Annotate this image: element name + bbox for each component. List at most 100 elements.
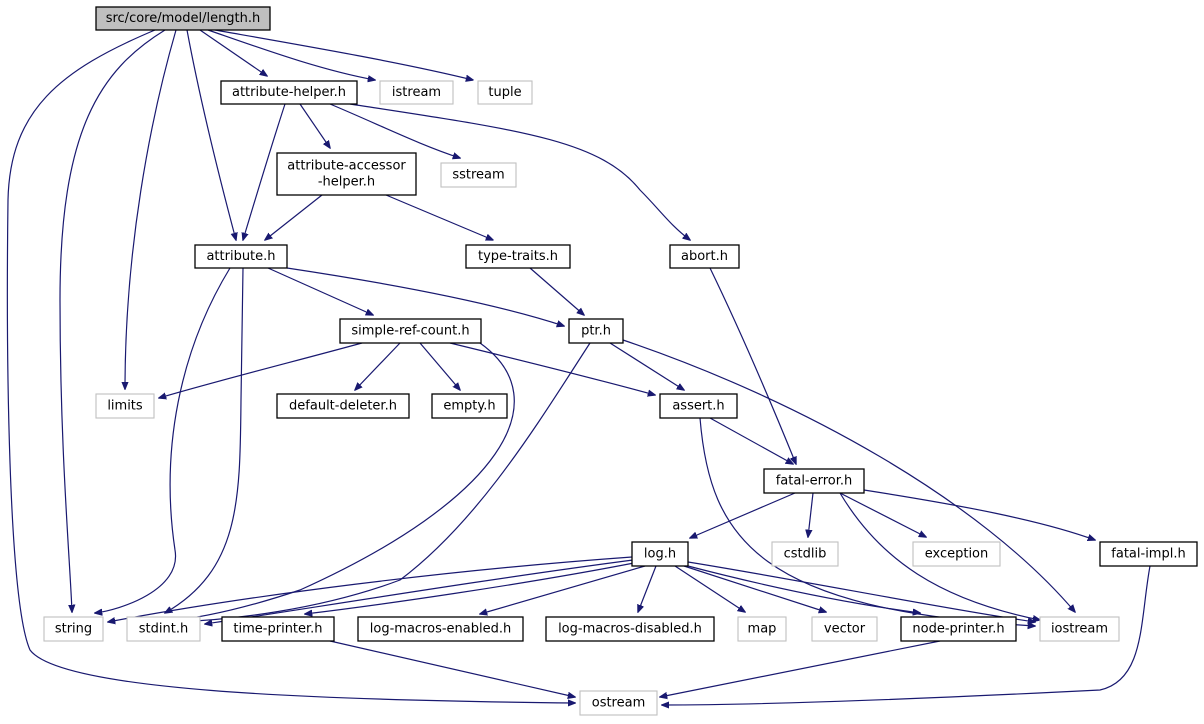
node-ptr[interactable]: ptr.h [568, 318, 624, 344]
node-label: default-deleter.h [289, 399, 397, 414]
node-label: abort.h [681, 249, 728, 264]
node-cstdlib: cstdlib [771, 541, 839, 567]
node-label: -helper.h [318, 175, 375, 190]
edge-assert-to-fatalerr [709, 417, 793, 464]
node-stdint: stdint.h [126, 616, 201, 642]
node-box [276, 393, 410, 419]
node-attribute[interactable]: attribute.h [194, 244, 288, 269]
edge-fatalimpl-to-ostream [662, 565, 1151, 705]
node-timeprinter[interactable]: time-printer.h [221, 616, 335, 642]
node-defdel[interactable]: default-deleter.h [276, 393, 410, 419]
node-box [912, 541, 1001, 567]
edge-log-to-stdint [205, 559, 634, 624]
node-log[interactable]: log.h [631, 541, 689, 567]
edge-attribute-to-string [95, 267, 231, 613]
node-box [431, 393, 508, 419]
node-aah[interactable]: attribute-accessor-helper.h [276, 152, 417, 196]
edge-log-to-map [674, 565, 745, 612]
node-map: map [737, 616, 787, 642]
node-string: string [43, 616, 104, 642]
node-fatalerr[interactable]: fatal-error.h [763, 468, 865, 494]
node-label: limits [107, 399, 143, 414]
node-typetraits[interactable]: type-traits.h [465, 244, 571, 269]
edge-attrhelper-to-abort [349, 103, 690, 240]
edge-fatalerr-to-exception [839, 492, 926, 537]
node-box [579, 690, 658, 716]
edge-attribute-to-src [267, 267, 373, 315]
edge-attrhelper-to-aah [299, 103, 330, 148]
edge-ptr-to-iostream [622, 339, 1075, 612]
edge-attrhelper-to-sstream [329, 103, 460, 158]
node-lmd[interactable]: log-macros-disabled.h [545, 616, 715, 642]
edge-length-to-string [59, 29, 166, 612]
node-box [737, 616, 787, 642]
edge-log-to-vector [683, 565, 826, 612]
edge-aah-to-typetraits [385, 194, 493, 240]
edge-attribute-to-ptr [286, 267, 564, 326]
node-label: log.h [644, 547, 676, 562]
node-box [221, 616, 335, 642]
node-attrhelper[interactable]: attribute-helper.h [220, 80, 358, 105]
node-box [659, 393, 738, 419]
node-nodeprinter[interactable]: node-printer.h [900, 616, 1017, 642]
edge-length-to-tuple [214, 29, 473, 80]
node-box [900, 616, 1017, 642]
edge-length-to-istream [207, 29, 375, 80]
node-box [1039, 616, 1120, 642]
node-label: ptr.h [581, 324, 611, 339]
node-src[interactable]: simple-ref-count.h [339, 318, 482, 344]
edge-fatalerr-to-iostream [839, 492, 1040, 620]
node-abort[interactable]: abort.h [669, 244, 740, 269]
node-sstream: sstream [440, 162, 517, 188]
edge-timeprinter-to-ostream [329, 640, 575, 697]
edge-src-to-assert [449, 342, 655, 395]
node-vector: vector [811, 616, 878, 642]
edge-log-to-lmd [638, 565, 657, 612]
node-istream: istream [379, 80, 454, 105]
edge-ptr-to-assert [609, 342, 684, 390]
edge-length-to-attribute [186, 29, 236, 240]
node-length[interactable]: src/core/model/length.h [95, 6, 271, 31]
node-label: attribute-helper.h [232, 85, 346, 100]
edge-src-to-defdel [355, 342, 401, 390]
edge-log-to-lme [480, 565, 646, 614]
node-box [95, 6, 271, 31]
node-label: string [55, 622, 92, 637]
edge-src-to-empty [419, 342, 460, 390]
node-iostream: iostream [1039, 616, 1120, 642]
node-label: attribute.h [206, 249, 275, 264]
node-lme[interactable]: log-macros-enabled.h [357, 616, 524, 642]
node-empty[interactable]: empty.h [431, 393, 508, 419]
node-box [465, 244, 571, 269]
node-label: time-printer.h [233, 622, 322, 637]
node-fatalimpl[interactable]: fatal-impl.h [1099, 541, 1198, 567]
node-label: cstdlib [784, 547, 827, 562]
node-label: assert.h [672, 399, 724, 414]
edge-attribute-to-stdint [165, 267, 244, 613]
node-box [194, 244, 288, 269]
node-label: attribute-accessor [287, 159, 406, 174]
node-ostream: ostream [579, 690, 658, 716]
edge-log-to-iostream [687, 561, 1035, 622]
node-box [357, 616, 524, 642]
node-box [811, 616, 878, 642]
node-box [631, 541, 689, 567]
edge-abort-to-fatalerr [709, 267, 796, 464]
node-label: empty.h [443, 399, 495, 414]
edge-log-to-nodeprinter [687, 565, 920, 613]
node-box [126, 616, 201, 642]
edge-fatalerr-to-fatalimpl [863, 489, 1095, 540]
edge-fatalerr-to-log [690, 492, 796, 538]
node-label: tuple [488, 85, 521, 100]
node-assert[interactable]: assert.h [659, 393, 738, 419]
node-label: iostream [1051, 622, 1108, 637]
edge-attrhelper-to-attribute [243, 103, 286, 240]
node-label: fatal-error.h [776, 474, 853, 489]
node-box [440, 162, 517, 188]
node-box [43, 616, 104, 642]
edge-typetraits-to-ptr [529, 267, 584, 315]
node-box [95, 393, 155, 419]
edge-log-to-timeprinter [305, 562, 635, 614]
node-box [477, 80, 533, 105]
